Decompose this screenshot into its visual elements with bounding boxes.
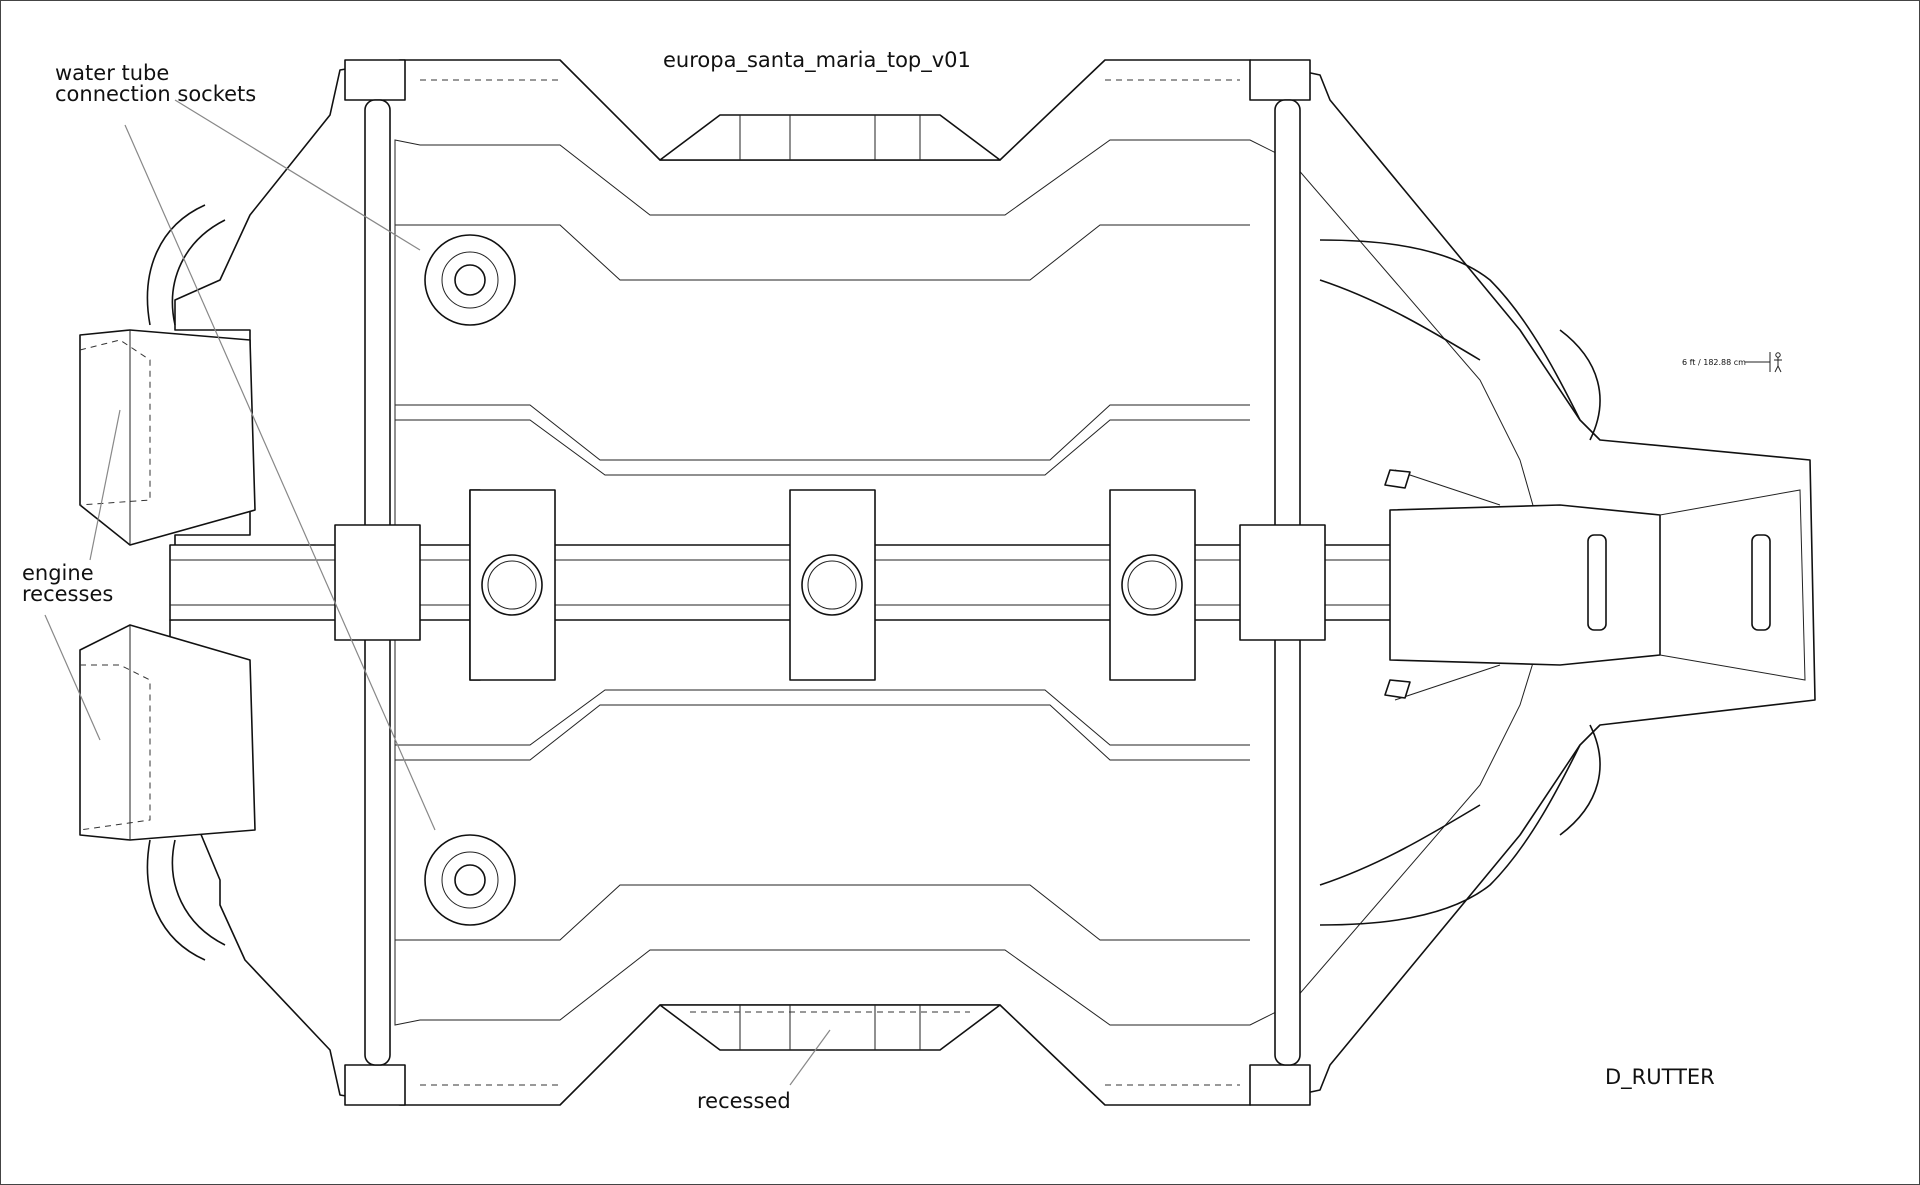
bow-cockpit (1319, 239, 1806, 926)
human-figure-icon (1745, 352, 1782, 373)
scale-label: 6 ft / 182.88 cm (1682, 358, 1746, 367)
engines (79, 204, 256, 961)
label-engine-line2: recesses (22, 582, 113, 606)
deck-panels (395, 404, 1250, 761)
label-water-tube-line1: water tube (55, 61, 169, 85)
central-spine (169, 489, 1396, 681)
leader-lines (44, 99, 831, 1086)
label-recessed: recessed (697, 1089, 791, 1113)
label-engine-line1: engine (22, 561, 94, 585)
drawing-title: europa_santa_maria_top_v01 (663, 48, 971, 73)
bottom-recessed-bay (659, 1004, 1001, 1051)
corner-blocks (344, 59, 1311, 1106)
top-recessed-bay (659, 114, 1001, 161)
label-water-tube-line2: connection sockets (55, 82, 256, 106)
author-signature: D_RUTTER (1605, 1065, 1715, 1090)
water-tube-sockets (424, 234, 516, 926)
